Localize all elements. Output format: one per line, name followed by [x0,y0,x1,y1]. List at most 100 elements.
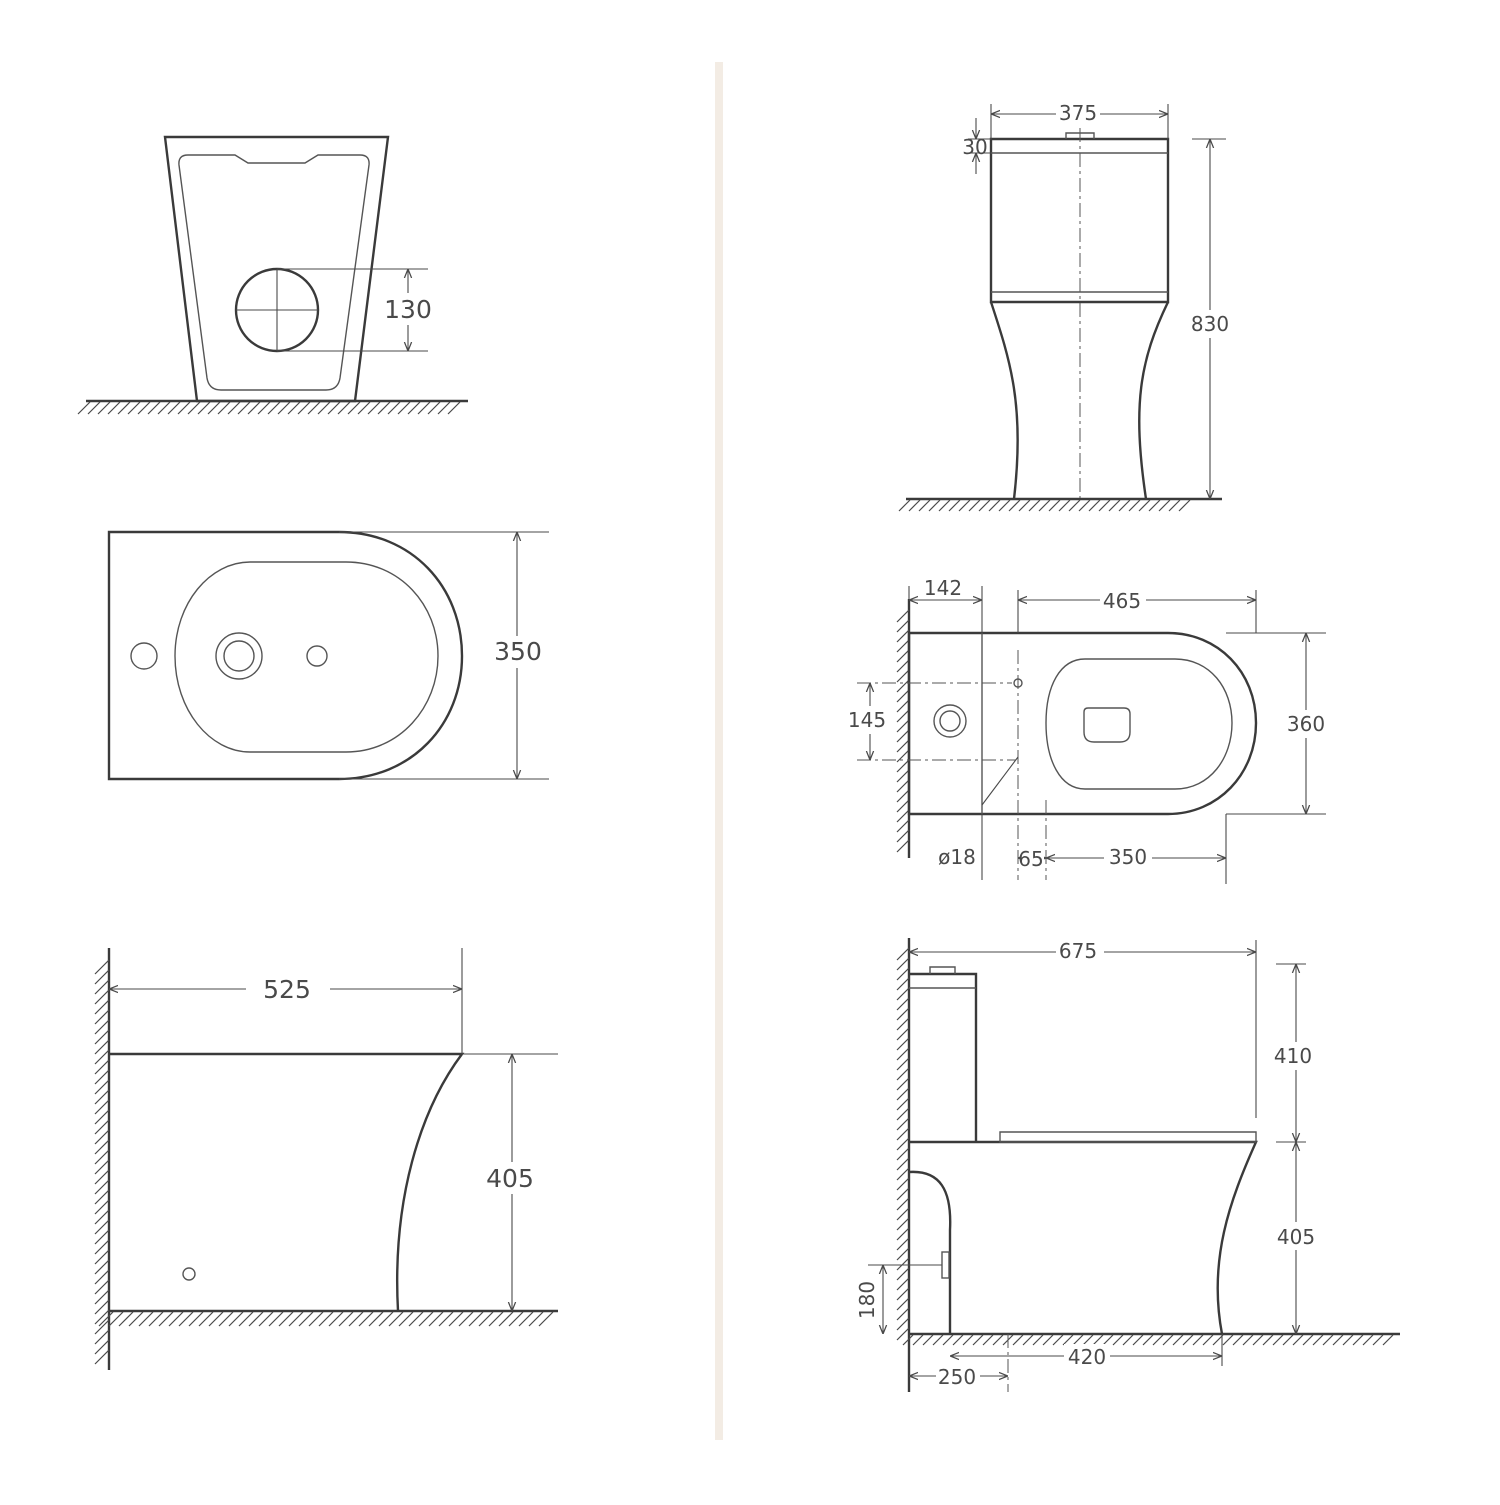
bidet-top-view: 350 [107,530,549,781]
bidet-width-label: 350 [494,637,542,666]
wall-hatch-stroke [896,819,910,833]
floor-hatch-stroke [488,1311,504,1327]
floor-hatch-stroke [417,401,431,415]
floor-hatch-stroke [128,1311,144,1327]
wall-hatch-stroke [94,969,110,985]
floor-hatch-stroke [427,401,441,415]
floor-hatch-stroke [928,499,941,512]
wall-hatch-stroke [94,1139,110,1155]
wall-hatch-stroke [94,1009,110,1025]
floor-hatch-stroke [237,401,251,415]
wall-hatch-stroke [896,1217,910,1231]
wall-hatch-stroke [896,1147,910,1161]
floor-hatch-stroke [1148,499,1161,512]
floor-hatch-stroke [1178,499,1191,512]
floor-hatch-stroke [1168,499,1181,512]
toilet-top-view: 142 465 360 145 ø18 65 350 [846,575,1331,884]
wall-hatch-stroke [896,629,910,643]
floor-hatch-stroke [1182,1334,1194,1346]
wall-hatch-stroke [94,1189,110,1205]
toilet-inlet-outer [933,704,967,738]
wall-hatch-stroke [94,1079,110,1095]
bidet-front-view: 130 [77,135,468,415]
floor-hatch-stroke [1192,1334,1204,1346]
wall-hatch-stroke [94,1059,110,1075]
wall-hatch-stroke [896,1307,910,1321]
floor-hatch-stroke [207,401,221,415]
wall-hatch-stroke [896,1287,910,1301]
wall-hatch-stroke [896,1317,910,1331]
wall-hatch-stroke [896,779,910,793]
floor-hatch-stroke [317,401,331,415]
outlet-offset-label: 145 [848,708,886,732]
floor-hatch-stroke [238,1311,254,1327]
floor-hatch-stroke [198,1311,214,1327]
wall-hatch-stroke [896,1087,910,1101]
floor-hatch-stroke [898,499,911,512]
tank-width-label: 375 [1059,101,1097,125]
floor-hatch-stroke [1372,1334,1384,1346]
wall-hatch-stroke [896,967,910,981]
wall-hatch-stroke [94,1329,110,1345]
floor-hatch-stroke [308,1311,324,1327]
floor-hatch-stroke [1088,499,1101,512]
floor-hatch-stroke [1018,499,1031,512]
floor-hatch-stroke [277,401,291,415]
bidet-outlet-height-label: 130 [384,295,432,324]
floor-hatch-stroke [248,1311,264,1327]
wall-hatch-stroke [896,1167,910,1181]
floor-hatch-stroke [1008,499,1021,512]
wall-hatch-stroke [896,669,910,683]
floor-hatch-stroke [1078,499,1091,512]
wall-hatch-stroke [896,1237,910,1251]
wall-hatch-stroke [896,809,910,823]
floor-hatch-stroke [407,401,421,415]
floor-hatch-stroke [418,1311,434,1327]
wall-hatch-stroke [94,1039,110,1055]
bidet-top-outline [107,530,464,781]
floor-hatch-stroke [1142,1334,1154,1346]
floor-hatch-stroke [447,401,461,415]
floor-hatch-stroke [357,401,371,415]
floor-hatch-stroke [168,1311,184,1327]
floor-hatch-stroke [127,401,141,415]
floor-hatch-stroke [118,1311,134,1327]
wall-hatch-stroke [94,1259,110,1275]
wall-hatch-stroke [94,1089,110,1105]
wall-hatch-stroke [94,1229,110,1245]
wall-hatch-stroke [896,1187,910,1201]
wall-hatch-stroke [896,729,910,743]
floor-hatch-stroke [218,1311,234,1327]
floor-hatch-stroke [358,1311,374,1327]
floor-hatch-stroke [1362,1334,1374,1346]
bidet-bowl-outline [174,561,439,753]
floor-hatch-stroke [1102,1334,1114,1346]
floor-hatch-stroke [387,401,401,415]
floor-hatch-stroke [1222,1334,1234,1346]
floor-hatch-stroke [1138,499,1151,512]
wall-hatch-stroke [94,1159,110,1175]
wall-hatch-stroke [94,1289,110,1305]
bidet-overflow-hole [306,645,328,667]
floor-hatch-stroke [1162,1334,1174,1346]
inlet-height-label: 180 [855,1281,879,1319]
wall-hatch-stroke [896,619,910,633]
floor-hatch-stroke [147,401,161,415]
floor-hatch-stroke [1262,1334,1274,1346]
floor-hatch-stroke [1042,1334,1054,1346]
toilet-inlet-inner [939,710,961,732]
floor-hatch-stroke [538,1311,554,1327]
wall-hatch-stroke [94,1209,110,1225]
floor-hatch-stroke [448,1311,464,1327]
bidet-side-view: 525 405 [94,948,558,1370]
floor-hatch-stroke [208,1311,224,1327]
floor-hatch-stroke [902,1334,914,1346]
wall-hatch-stroke [896,1037,910,1051]
bidet-drain-inner [223,640,255,672]
wall-hatch-stroke [896,1057,910,1071]
floor-hatch-stroke [1172,1334,1184,1346]
bidet-drain-outer [215,632,263,680]
wall-hatch-stroke [896,1047,910,1061]
floor-hatch-stroke [1092,1334,1104,1346]
wall-hatch-stroke [94,1169,110,1185]
